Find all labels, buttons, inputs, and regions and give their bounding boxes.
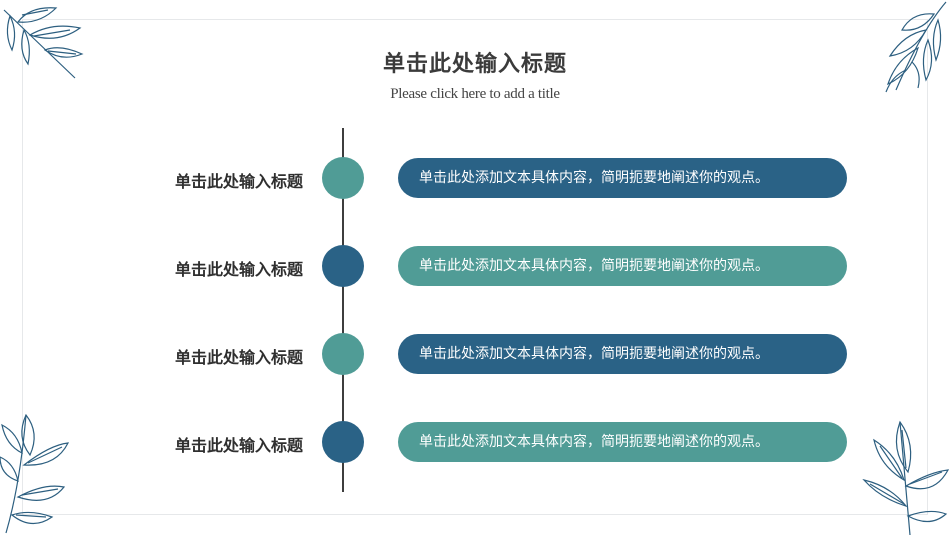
slide-title[interactable]: 单击此处输入标题 xyxy=(382,51,567,77)
leaf-decoration-top-left xyxy=(3,7,84,79)
leaf-decoration-top-right xyxy=(885,1,947,93)
timeline-dot-4 xyxy=(322,421,364,463)
item-title-2[interactable]: 单击此处输入标题 xyxy=(174,260,303,279)
slide-frame xyxy=(22,19,928,515)
timeline-line xyxy=(342,128,344,492)
item-title-3[interactable]: 单击此处输入标题 xyxy=(174,348,303,367)
item-title-4[interactable]: 单击此处输入标题 xyxy=(174,436,303,455)
leaf-decoration-bottom-left xyxy=(0,413,70,534)
item-title-1[interactable]: 单击此处输入标题 xyxy=(174,172,303,191)
item-text-box-4[interactable]: 单击此处添加文本具体内容，简明扼要地阐述你的观点。 xyxy=(398,422,847,462)
leaf-decoration-bottom-right xyxy=(862,420,950,535)
item-text-box-1[interactable]: 单击此处添加文本具体内容，简明扼要地阐述你的观点。 xyxy=(398,158,847,198)
slide-subtitle[interactable]: Please click here to add a title xyxy=(390,86,560,102)
item-text-box-3[interactable]: 单击此处添加文本具体内容，简明扼要地阐述你的观点。 xyxy=(398,334,847,374)
timeline-dot-2 xyxy=(322,245,364,287)
timeline-dot-1 xyxy=(322,157,364,199)
item-text-box-2[interactable]: 单击此处添加文本具体内容，简明扼要地阐述你的观点。 xyxy=(398,246,847,286)
timeline-dot-3 xyxy=(322,333,364,375)
